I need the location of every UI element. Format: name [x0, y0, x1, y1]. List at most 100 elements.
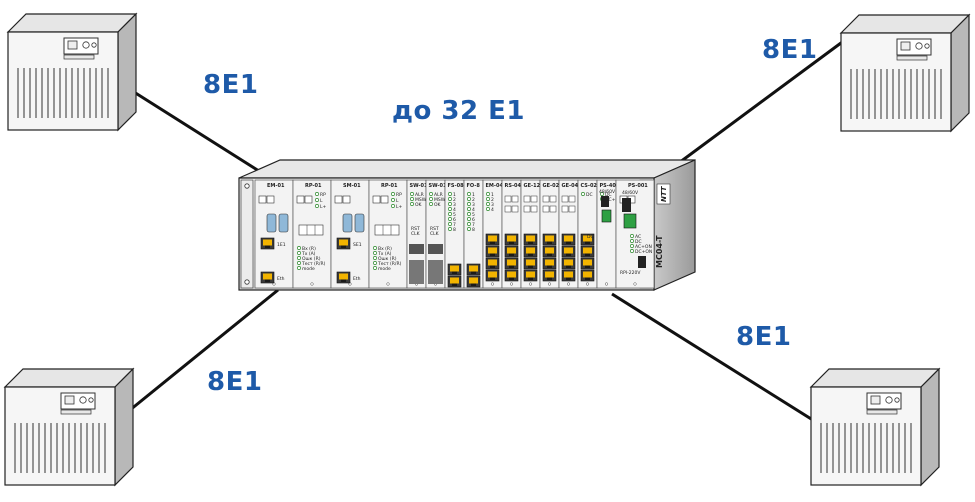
- led-label: DC: [605, 192, 612, 198]
- link-line-bottom-left: [129, 288, 279, 412]
- led-label: mode: [378, 266, 391, 272]
- led-label: 3: [472, 202, 475, 208]
- led-label: 1: [453, 192, 456, 198]
- led-label: mode: [302, 266, 315, 272]
- module-ge-04: GE-04: [558, 179, 579, 289]
- link-label-bottom-left: 8E1: [207, 367, 263, 397]
- led-label: Tx (A): [377, 251, 392, 257]
- module-name-label: SM-01: [343, 183, 361, 189]
- led-label: 5: [472, 212, 475, 218]
- led-label: Tx (A): [301, 251, 316, 257]
- server-icon-top-right: [840, 14, 970, 132]
- server-icon-bottom-left: [4, 368, 134, 486]
- link-line-top-right: [671, 38, 846, 170]
- led-label: 2: [472, 197, 475, 203]
- module-name-label: GE-02: [543, 183, 560, 189]
- module-name-label: RS-04: [505, 183, 522, 189]
- led-label: DC: [587, 234, 594, 240]
- module-sub-label: CLK: [411, 231, 421, 237]
- led-label: 7: [472, 222, 475, 228]
- led-label: Тест (R/R): [377, 261, 402, 267]
- led-label: ALR: [434, 192, 443, 198]
- module-name-label: FS-08: [448, 183, 465, 189]
- led-label: 4: [491, 207, 494, 213]
- led-label: 5: [453, 212, 456, 218]
- module-sub-label: RST: [430, 226, 439, 232]
- link-label-top-right: 8E1: [762, 35, 818, 65]
- module-name-label: RP-01: [305, 183, 322, 189]
- led-label: DC: [635, 239, 642, 245]
- led-label: MSW: [434, 197, 446, 203]
- led-label: Ошк (R): [302, 256, 321, 262]
- led-label: 2: [491, 197, 494, 203]
- module-name-label: GE-12: [524, 183, 541, 189]
- module-name-label: RP-01: [381, 183, 398, 189]
- server-icon-bottom-right: [810, 368, 940, 486]
- port-label: SE1: [353, 242, 362, 248]
- led-label: DC+m: [605, 197, 620, 203]
- led-label: 4: [472, 207, 475, 213]
- led-label: 8: [453, 227, 456, 233]
- led-label: 6: [472, 217, 475, 223]
- led-label: 7: [453, 222, 456, 228]
- module-name-label: FO-8: [467, 183, 481, 189]
- led-label: 4: [453, 207, 456, 213]
- chassis-model-label: MC04-T: [655, 235, 664, 268]
- led-label: Вх (R): [378, 246, 392, 252]
- led-label: ALR: [415, 192, 424, 198]
- led-label: 3: [491, 202, 494, 208]
- module-sub-label: CLK: [430, 231, 440, 237]
- led-label: 6: [453, 217, 456, 223]
- led-label: AC: [635, 234, 641, 240]
- link-line-top-left: [125, 85, 271, 180]
- led-label: 8: [472, 227, 475, 233]
- led-label: RP: [396, 192, 402, 198]
- module-name-label: EM-04: [486, 183, 504, 189]
- module-name-label: PS-001: [628, 183, 648, 189]
- led-label: L: [320, 198, 323, 204]
- center-capacity-label: до 32 Е1: [392, 96, 525, 126]
- led-label: DC: [586, 192, 593, 198]
- led-label: 1: [491, 192, 494, 198]
- link-line-bottom-right: [611, 292, 817, 424]
- svg-text:NTT: NTT: [660, 185, 668, 202]
- module-ge-02: GE-02: [539, 179, 560, 289]
- led-label: 2: [453, 197, 456, 203]
- led-label: L+: [320, 204, 327, 210]
- module-sub-label: RPI-220V: [620, 270, 641, 276]
- led-label: OK: [415, 202, 423, 208]
- port-label: Eth: [353, 276, 361, 282]
- led-label: OK: [434, 202, 442, 208]
- module-rs-04: RS-04: [501, 179, 522, 289]
- module-sub-label: 48/60V: [599, 189, 616, 195]
- module-name-label: SW-01: [410, 183, 428, 189]
- module-sub-label: 48/60V: [622, 190, 639, 196]
- link-label-bottom-right: 8E1: [736, 322, 792, 352]
- led-label: L+: [396, 204, 403, 210]
- led-label: RP: [320, 192, 326, 198]
- link-label-top-left: 8E1: [203, 70, 259, 100]
- led-label: Вх (R): [302, 246, 316, 252]
- module-name-label: CS-02: [581, 183, 598, 189]
- led-label: Ошк (R): [378, 256, 397, 262]
- led-label: 1: [472, 192, 475, 198]
- led-label: DC+ON: [635, 249, 652, 255]
- module-name-label: SW-01: [429, 183, 447, 189]
- port-label: 1E1: [277, 242, 286, 248]
- module-ge-12: GE-12: [520, 179, 541, 289]
- module-name-label: PS-40: [600, 183, 617, 189]
